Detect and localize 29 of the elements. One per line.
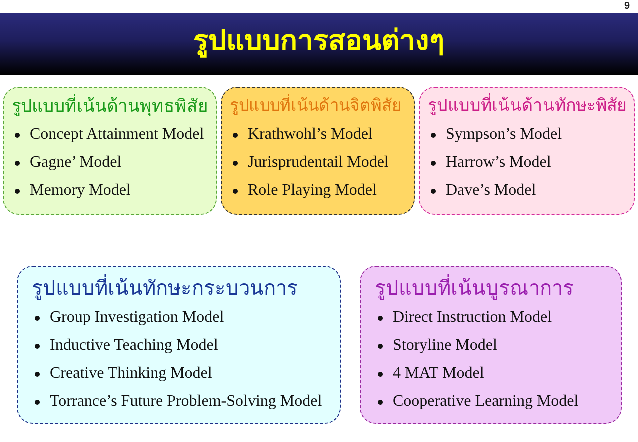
category-heading: รูปแบบที่เน้นบูรณาการ bbox=[375, 277, 574, 301]
list-item: Cooperative Learning Model bbox=[393, 392, 579, 412]
list-item: Sympson’s Model bbox=[446, 125, 562, 145]
category-heading: รูปแบบที่เน้นทักษะกระบวนการ bbox=[32, 277, 298, 301]
list-item: Jurisprudentail Model bbox=[248, 153, 389, 173]
list-item: Inductive Teaching Model bbox=[50, 336, 218, 356]
category-heading: รูปแบบที่เน้นด้านพุทธพิสัย bbox=[12, 94, 208, 118]
list-item: Krathwohl’s Model bbox=[248, 125, 373, 145]
category-card bbox=[17, 266, 341, 424]
slide-title: รูปแบบการสอนต่างๆ bbox=[194, 25, 444, 60]
list-item: Storyline Model bbox=[393, 336, 498, 356]
list-item: Dave’s Model bbox=[446, 181, 536, 201]
list-item: Creative Thinking Model bbox=[50, 364, 212, 384]
category-card bbox=[221, 87, 415, 215]
list-item: 4 MAT Model bbox=[393, 364, 484, 384]
category-heading: รูปแบบที่เน้นด้านจิตพิสัย bbox=[230, 94, 402, 118]
list-item: Role Playing Model bbox=[248, 181, 377, 201]
list-item: Direct Instruction Model bbox=[393, 308, 552, 328]
category-card bbox=[360, 266, 622, 424]
list-item: Gagne’ Model bbox=[30, 153, 122, 173]
list-item: Memory Model bbox=[30, 181, 131, 201]
category-heading: รูปแบบที่เน้นด้านทักษะพิสัย bbox=[428, 94, 627, 118]
category-card bbox=[419, 87, 635, 215]
category-card bbox=[3, 87, 217, 215]
page-number: 9 bbox=[624, 1, 630, 12]
list-item: Torrance’s Future Problem-Solving Model bbox=[50, 392, 322, 412]
list-item: Harrow’s Model bbox=[446, 153, 552, 173]
list-item: Concept Attainment Model bbox=[30, 125, 204, 145]
list-item: Group Investigation Model bbox=[50, 308, 224, 328]
